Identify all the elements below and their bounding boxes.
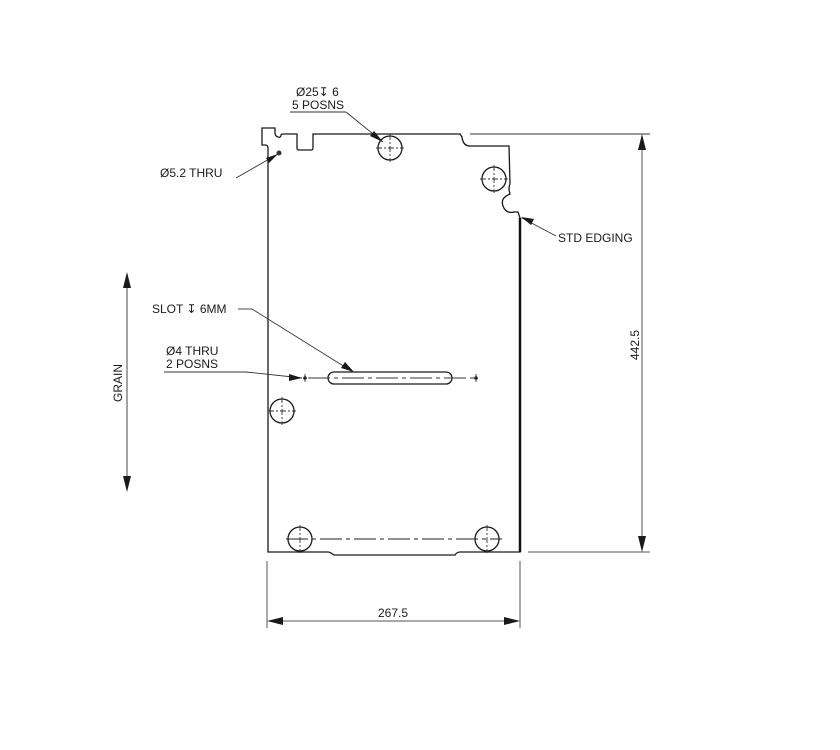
hole-top-center [376, 134, 404, 162]
hole-top-right [480, 165, 508, 193]
height-dimension-value: 442.5 [628, 330, 642, 360]
height-dimension [528, 134, 650, 553]
slot [303, 371, 478, 385]
panel-outline [261, 127, 650, 556]
top-hole-diameter-label: Ø25↧ 6 [296, 85, 339, 99]
grain-label: GRAIN [111, 364, 125, 402]
width-dimension [266, 561, 521, 628]
grain-arrow-icon [123, 272, 131, 492]
width-dimension-value: 267.5 [378, 606, 408, 620]
leader-pin-hole [164, 371, 303, 381]
leader-slot [238, 308, 354, 373]
top-hole-positions-label: 5 POSNS [292, 98, 344, 112]
leader-std-edging [521, 217, 557, 237]
pin-hole-positions-label: 2 POSNS [166, 357, 218, 371]
small-hole-5-2 [235, 150, 282, 179]
std-edging-label: STD EDGING [558, 231, 633, 245]
hole-left-middle [268, 397, 296, 425]
slot-label: SLOT ↧ 6MM [152, 302, 227, 316]
pin-hole-diameter-label: Ø4 THRU [166, 344, 218, 358]
small-hole-label: Ø5.2 THRU [160, 166, 222, 180]
leader-top-hole [290, 111, 384, 143]
